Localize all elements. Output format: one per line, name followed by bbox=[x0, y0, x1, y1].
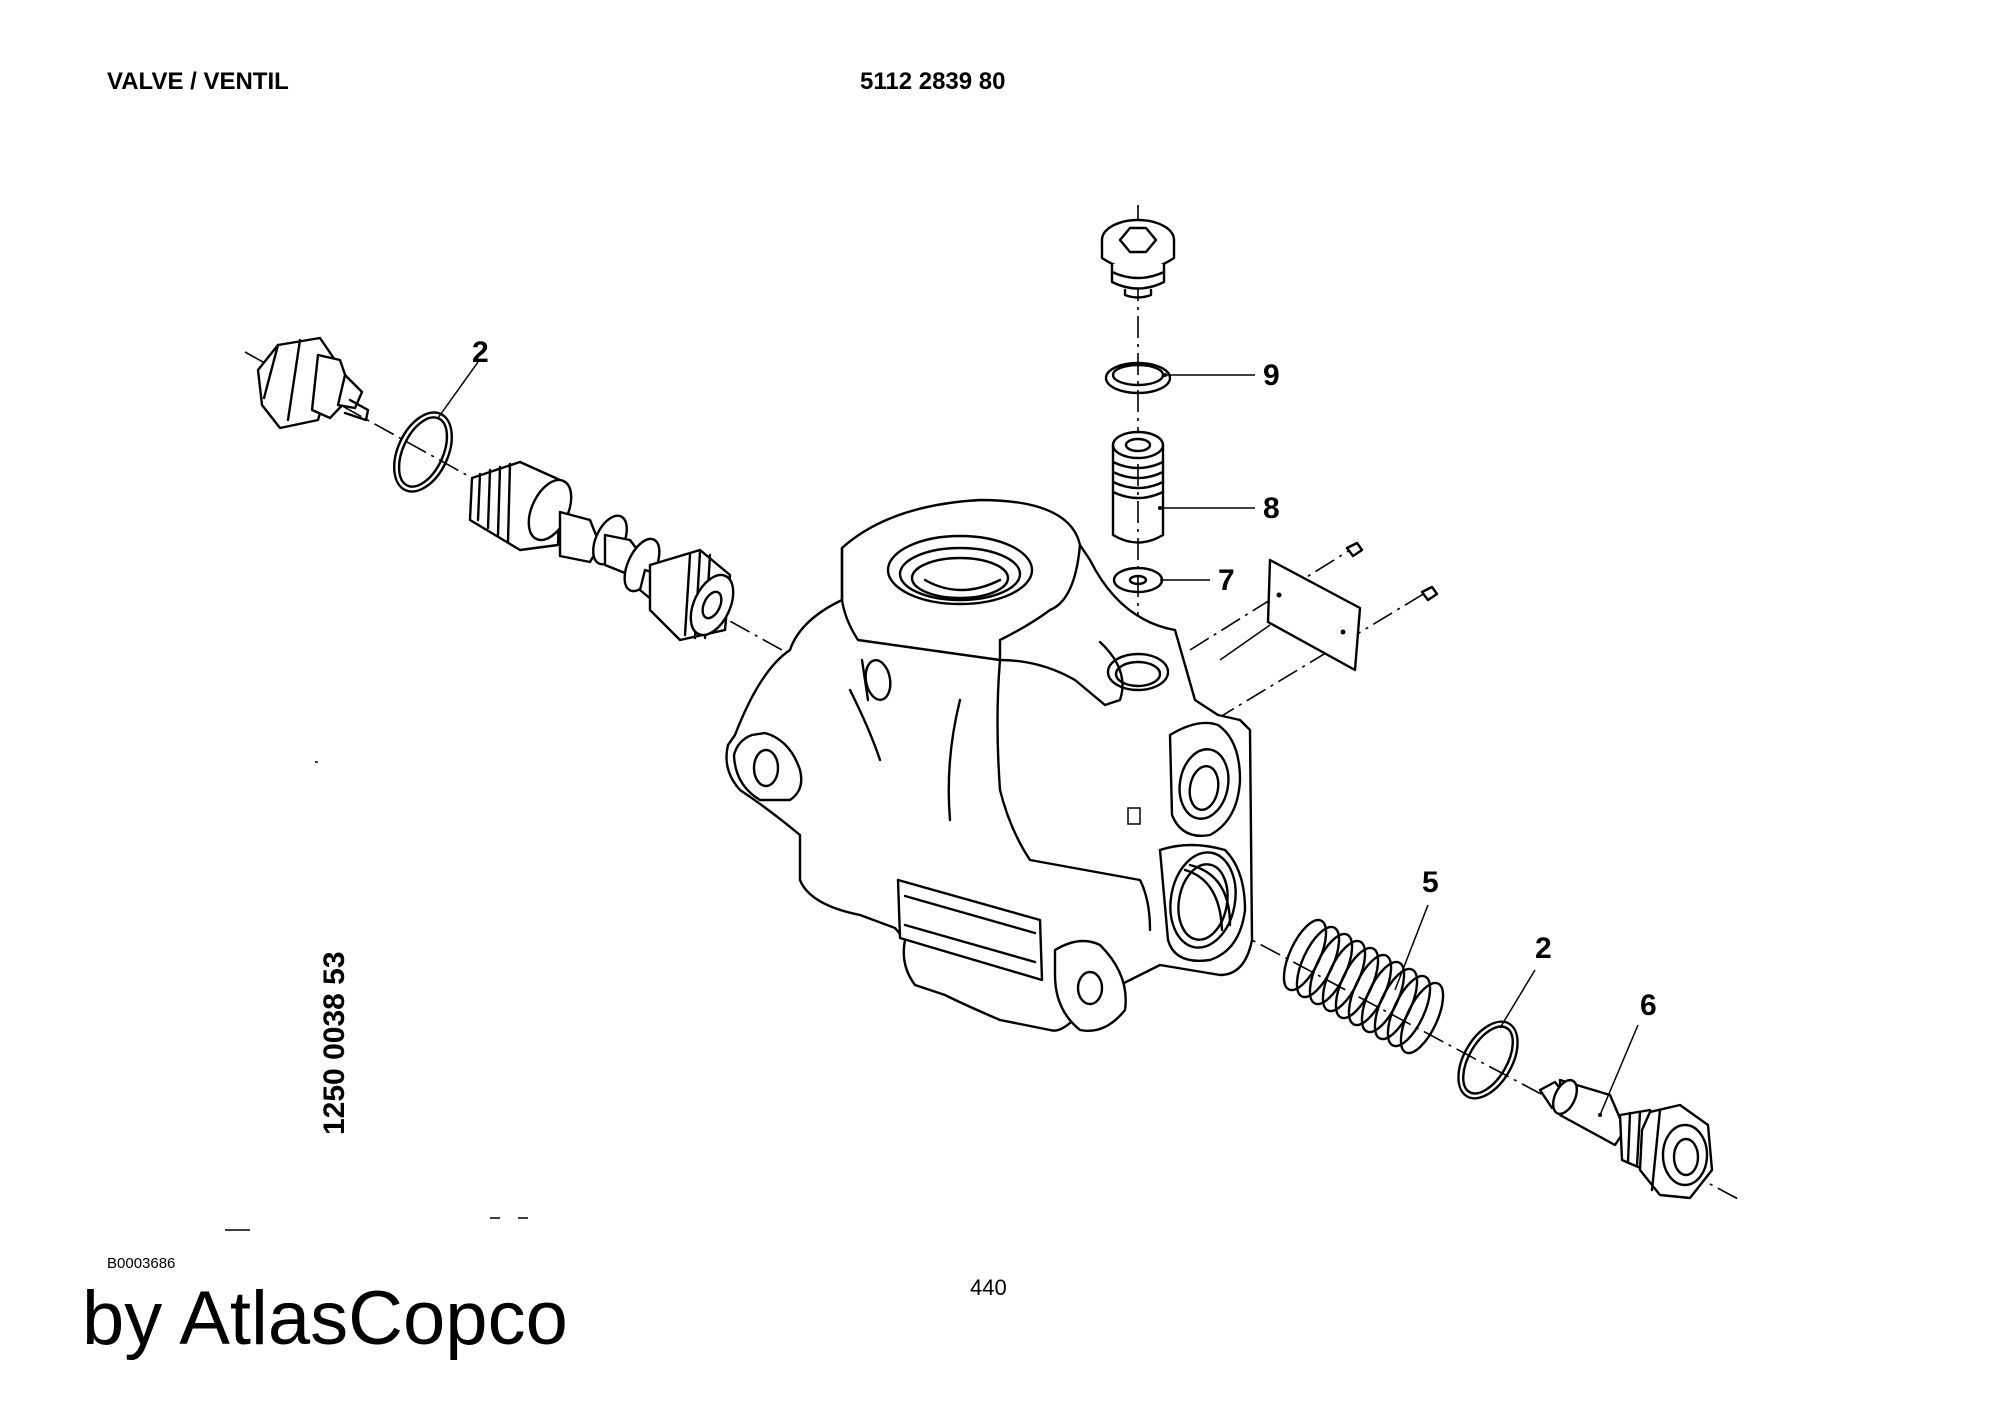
washer-9 bbox=[1104, 361, 1255, 395]
spool-assembly bbox=[468, 460, 735, 642]
callout-8: 8 bbox=[1263, 492, 1280, 525]
callout-leaders bbox=[1219, 624, 1271, 661]
page-title: VALVE / VENTIL bbox=[107, 68, 289, 95]
sleeve-8 bbox=[1111, 430, 1255, 544]
callout-2-right: 2 bbox=[1535, 932, 1552, 965]
callout-7: 7 bbox=[1218, 564, 1235, 597]
top-plug bbox=[1100, 218, 1176, 299]
washer-7 bbox=[1112, 566, 1210, 594]
spring-5 bbox=[1282, 904, 1445, 1055]
o-ring-right bbox=[1457, 969, 1536, 1100]
o-ring-left bbox=[393, 361, 479, 493]
valve-body bbox=[725, 498, 1254, 1032]
brand-watermark: by AtlasCopco bbox=[82, 1276, 568, 1361]
page-number: 440 bbox=[970, 1275, 1007, 1300]
callout-5: 5 bbox=[1422, 866, 1439, 899]
figure-code: B0003686 bbox=[107, 1255, 176, 1272]
part-number: 5112 2839 80 bbox=[860, 68, 1006, 95]
label-plate bbox=[1266, 541, 1439, 672]
callout-6: 6 bbox=[1640, 989, 1657, 1022]
vertical-drawing-code: 1250 0038 53 bbox=[318, 951, 351, 1135]
callout-2-left: 2 bbox=[472, 336, 489, 369]
poppet-6 bbox=[1538, 1024, 1714, 1200]
scan-marks bbox=[225, 761, 528, 1231]
callout-9: 9 bbox=[1263, 359, 1280, 392]
left-plug bbox=[256, 336, 370, 430]
